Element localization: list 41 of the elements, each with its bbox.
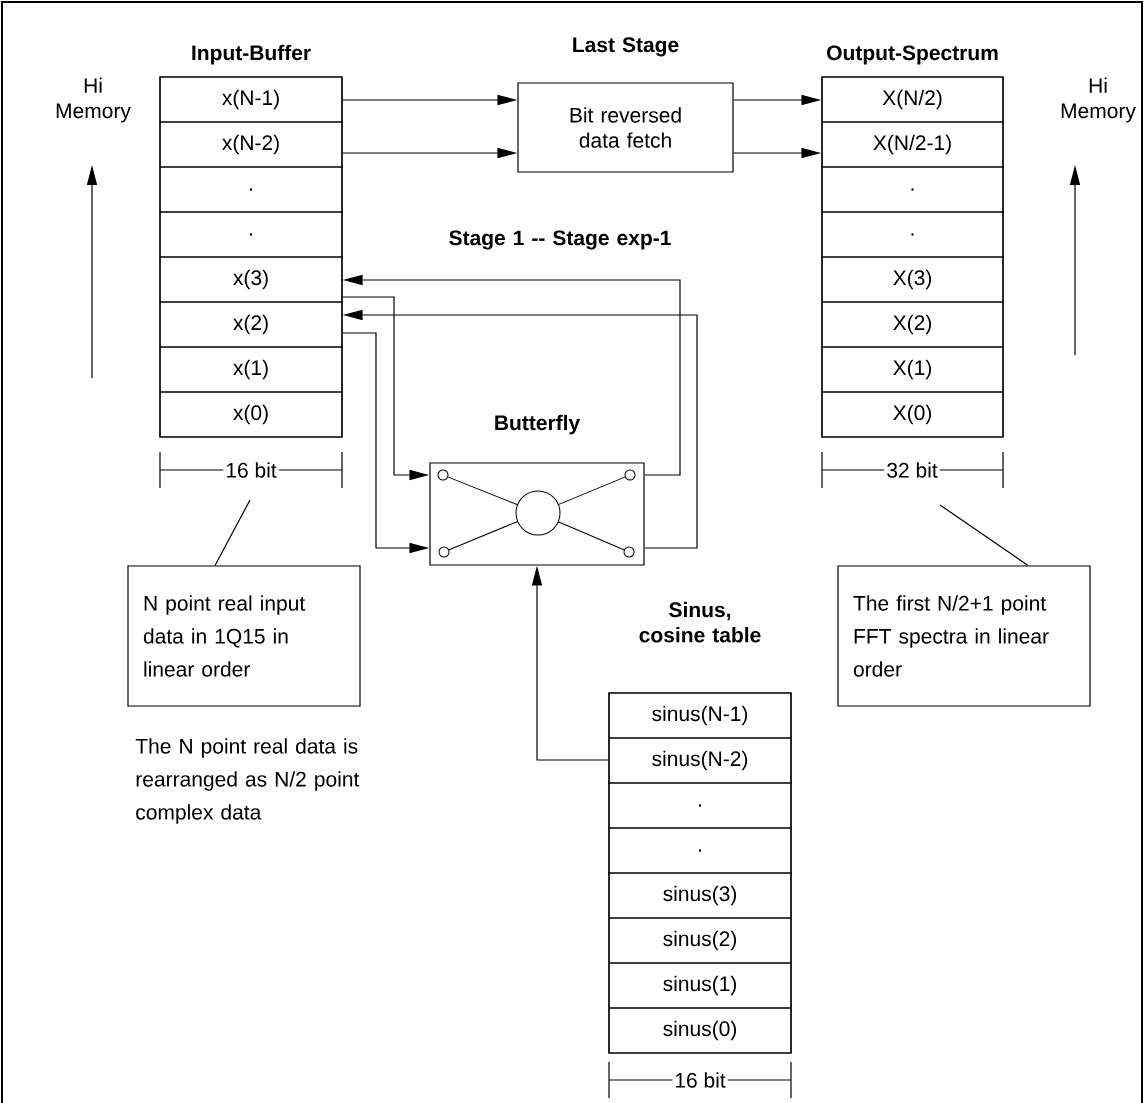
memory-cell: . (821, 211, 1004, 258)
memory-cell: X(0) (821, 391, 1004, 438)
memory-cell: . (159, 211, 343, 258)
memory-cell: . (821, 166, 1004, 213)
note-box: The first N/2+1 point FFT spectra in linear order (837, 565, 1091, 707)
memory-cell: X(N/2) (821, 76, 1004, 123)
memory-cell: sinus(0) (608, 1007, 792, 1054)
heading: Output-Spectrum (827, 45, 998, 65)
note-box: N point real input data in 1Q15 in linear order (127, 565, 361, 707)
memory-cell: X(2) (821, 301, 1004, 348)
memory-cell: sinus(1) (608, 962, 792, 1009)
memory-cell: X(N/2-1) (821, 121, 1004, 168)
leader-line (939, 504, 1029, 566)
memory-cell: . (159, 166, 343, 213)
memory-cell: x(2) (159, 301, 343, 348)
memory-cell: x(1) (159, 346, 343, 393)
heading: Last Stage (573, 37, 679, 57)
memory-cell: . (608, 827, 792, 874)
stage-label: Stage 1 -- Stage exp-1 (449, 230, 671, 250)
memory-cell: sinus(N-1) (608, 692, 792, 739)
memory-label: Hi Memory (1061, 77, 1136, 123)
dimension-label: 16 bit (223, 460, 279, 480)
memory-cell: sinus(2) (608, 917, 792, 964)
memory-cell: x(3) (159, 256, 343, 303)
memory-cell: x(N-2) (159, 121, 343, 168)
note-text: The N point real data is rearranged as N/2 point complex data (135, 738, 360, 824)
memory-cell: sinus(N-2) (608, 737, 792, 784)
memory-cell: x(N-1) (159, 76, 343, 123)
memory-label: Hi Memory (56, 77, 131, 123)
heading: Input-Buffer (192, 44, 311, 65)
heading: Butterfly (495, 414, 581, 435)
memory-cell: sinus(3) (608, 872, 792, 919)
memory-cell: X(1) (821, 346, 1004, 393)
memory-cell: X(3) (821, 256, 1004, 303)
dimension-label: 32 bit (884, 460, 940, 480)
heading: Sinus, cosine table (639, 601, 761, 643)
leader-line (214, 499, 251, 566)
process-box: Bit reversed data fetch (517, 82, 734, 173)
memory-cell: . (608, 782, 792, 829)
dimension-label: 16 bit (672, 1070, 728, 1090)
memory-cell: x(0) (159, 391, 343, 438)
